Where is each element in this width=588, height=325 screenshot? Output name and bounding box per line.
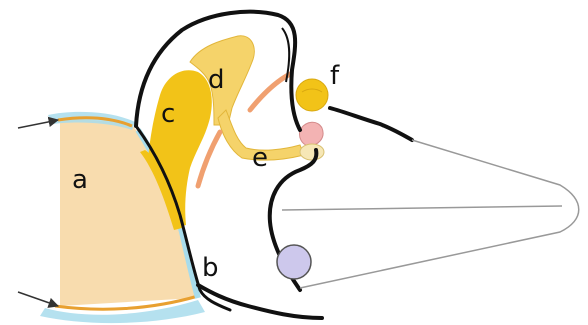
arrow-lower [18, 292, 58, 306]
outline-right-upper [330, 108, 412, 140]
label-a: a [72, 165, 88, 195]
violet-node [277, 245, 311, 279]
pink-knob [299, 122, 323, 146]
cone-outline [300, 140, 579, 288]
label-e: e [252, 143, 268, 173]
pale-cap [300, 144, 324, 160]
label-d: d [208, 65, 225, 95]
label-b: b [202, 253, 219, 283]
label-f: f [330, 61, 340, 91]
sphere-f [296, 79, 328, 111]
outline-notch-b [198, 285, 322, 318]
cone-axis [282, 206, 562, 210]
label-c: c [161, 99, 175, 129]
salmon-streak-upper [250, 74, 290, 110]
